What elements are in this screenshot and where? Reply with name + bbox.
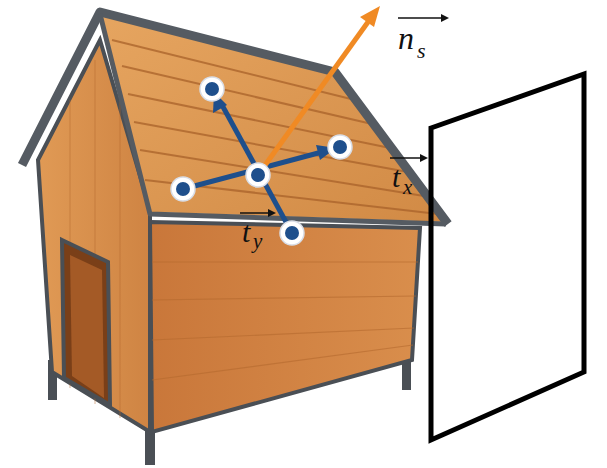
vector-subscript: s	[417, 40, 426, 62]
vector-symbol: n	[398, 22, 414, 54]
vector-subscript: y	[253, 231, 262, 252]
roof-panel	[100, 14, 446, 222]
tangent-y-vector	[213, 92, 292, 233]
door-opening	[62, 240, 110, 405]
side-wall-planks	[152, 262, 418, 380]
roof-eave	[100, 14, 446, 224]
sample-dots	[176, 82, 347, 240]
tangent-x-vector	[183, 145, 336, 189]
vector-subscript: x	[403, 177, 412, 198]
front-wall-planks	[70, 60, 120, 418]
door-inside	[70, 255, 104, 398]
vector-symbol: t	[242, 217, 250, 247]
image-plane	[431, 74, 584, 440]
normal-vector	[258, 6, 380, 175]
vector-symbol: t	[392, 162, 400, 192]
sample-points	[171, 77, 352, 245]
roof-trim	[22, 12, 448, 224]
side-wall	[150, 222, 420, 432]
vector-accents	[240, 14, 449, 217]
roof-planks	[112, 40, 438, 214]
